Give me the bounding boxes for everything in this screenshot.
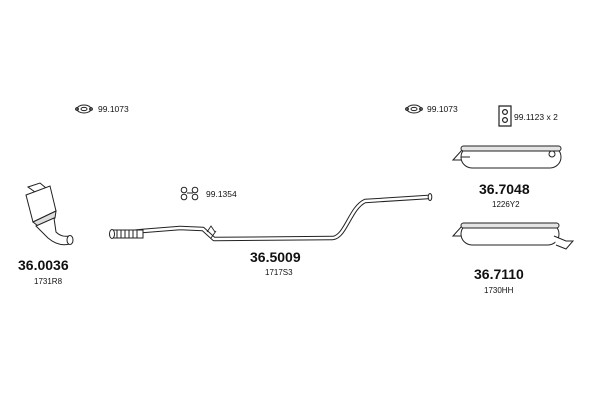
part-code: 1717S3 [265,268,293,277]
catalytic-converter [25,182,74,246]
part-number: 36.0036 [18,257,69,273]
part-code: 1730HH [484,286,514,295]
accessory-ref: 99.1073 [98,104,129,114]
gasket-icon [75,104,93,114]
accessory-ref: 99.1123 x 2 [514,112,558,122]
part-number: 36.7110 [474,266,524,282]
accessory-ref: 99.1073 [427,104,458,114]
rear-silencer-upper [451,145,562,169]
gasket-icon [405,104,423,114]
clamp-icon [180,186,199,201]
intermediate-pipe [109,193,433,242]
rubber-mount-icon [498,105,512,127]
rear-silencer-lower [451,222,575,250]
part-number: 36.5009 [250,249,301,265]
part-code: 1226Y2 [492,200,520,209]
part-code: 1731R8 [34,277,63,286]
part-number: 36.7048 [479,181,530,197]
accessory-ref: 99.1354 [206,189,237,199]
